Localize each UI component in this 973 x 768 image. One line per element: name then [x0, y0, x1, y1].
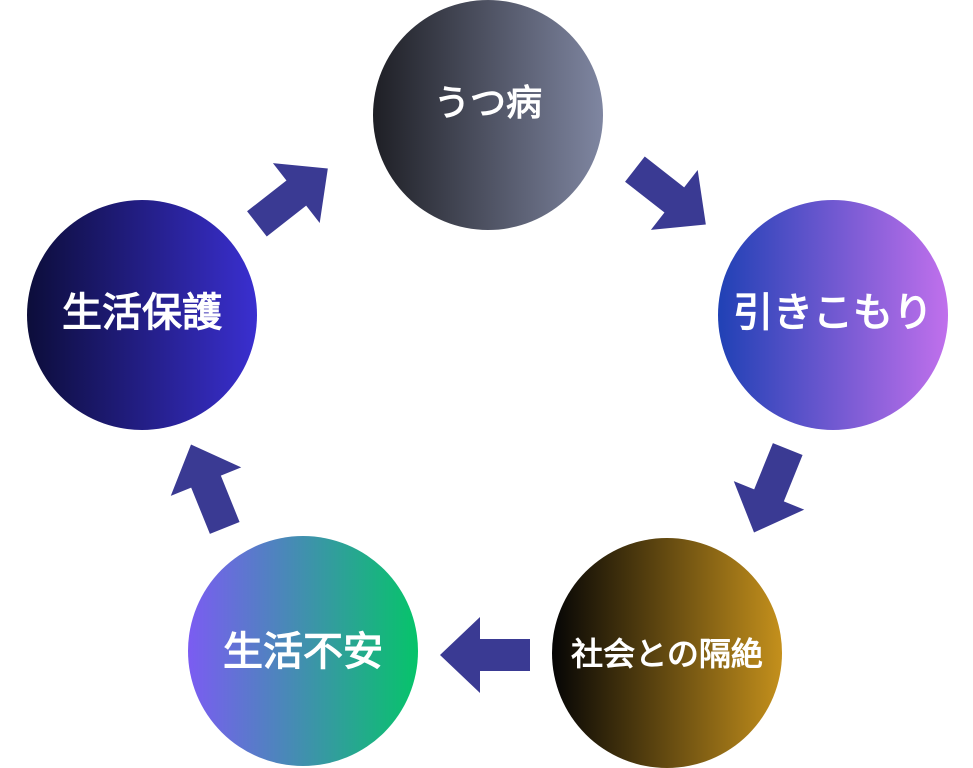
node-welfare: 生活保護 — [27, 200, 257, 430]
node-withdrawal: 引きこもり — [718, 200, 948, 430]
node-withdrawal-label: 引きこもり — [733, 290, 933, 336]
node-depression-label: うつ病 — [434, 83, 542, 124]
arrow-welfare-to-depression — [247, 163, 328, 237]
node-anxiety-label: 生活不安 — [223, 629, 383, 675]
node-isolation: 社会との隔絶 — [552, 538, 782, 768]
node-isolation-label: 社会との隔絶 — [571, 635, 763, 673]
arrow-withdrawal-to-isolation — [733, 443, 805, 533]
node-welfare-label: 生活保護 — [62, 290, 223, 336]
arrow-anxiety-to-welfare — [170, 444, 242, 534]
arrow-isolation-to-anxiety — [440, 617, 530, 693]
node-depression: うつ病 — [373, 0, 603, 230]
node-anxiety: 生活不安 — [188, 536, 418, 766]
arrow-depression-to-withdrawal — [625, 156, 706, 230]
